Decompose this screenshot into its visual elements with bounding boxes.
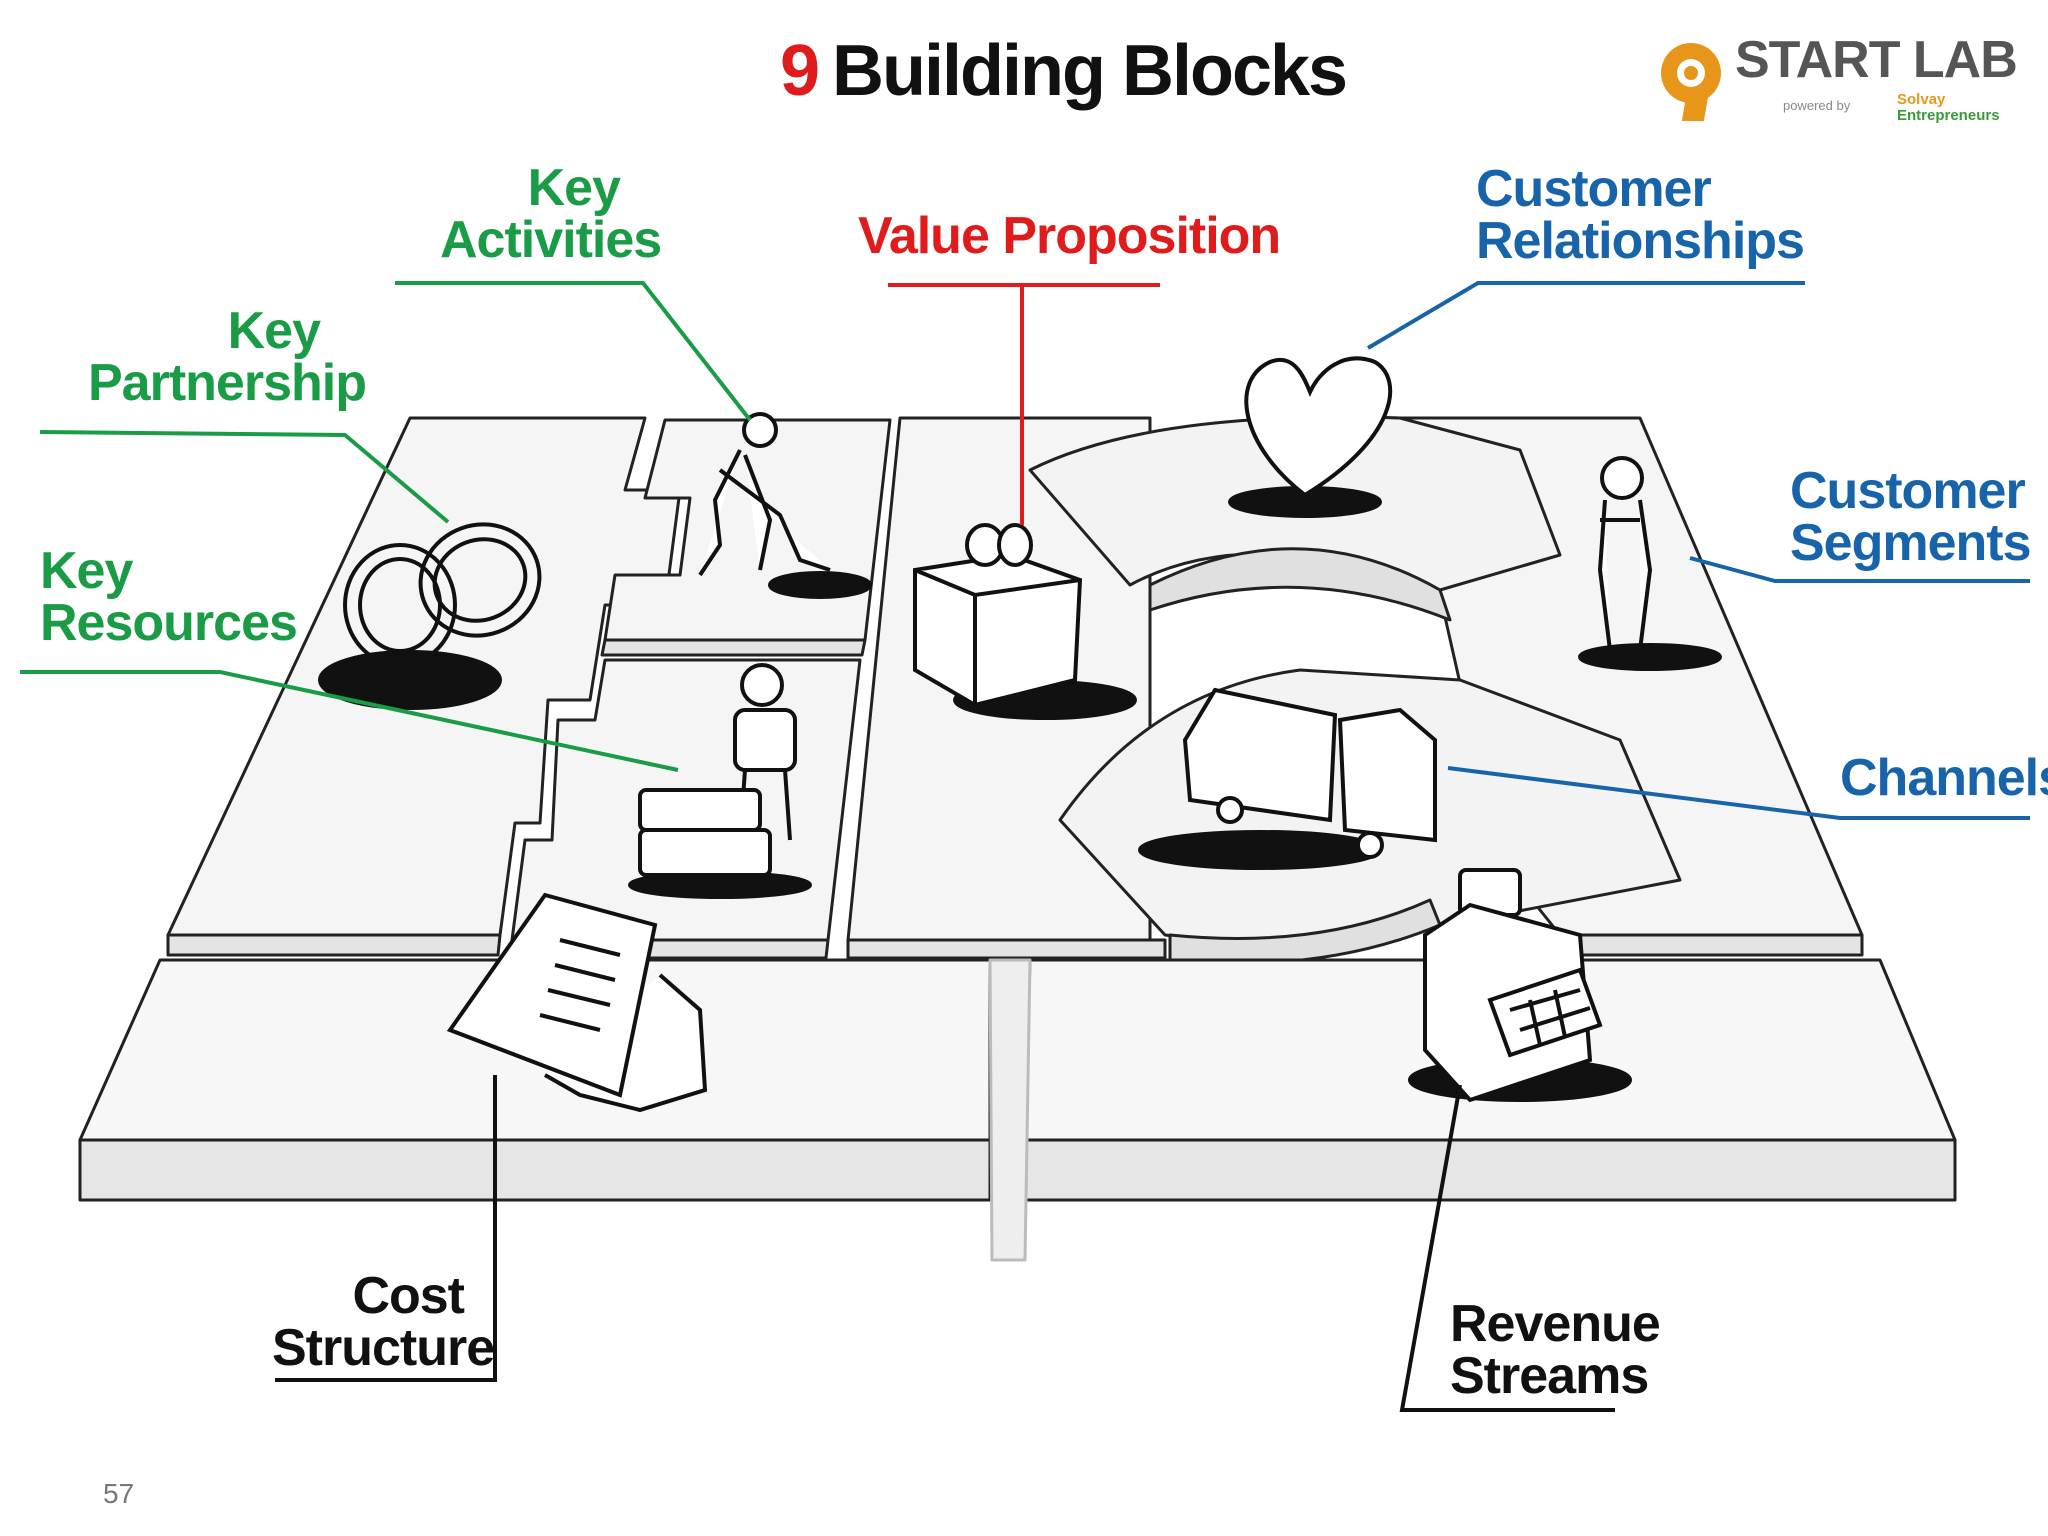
label-leader-lines [20, 281, 2030, 1412]
start-lab-logo-icon [1661, 43, 1721, 121]
label-channels: Channels [1840, 749, 2048, 807]
label-key-partnership: Key Partnership [88, 302, 367, 412]
start-lab-logo: START LAB powered by Solvay Entrepreneur… [1655, 30, 2030, 130]
logo-powered-by: powered by [1783, 98, 1851, 113]
logo-brand: START LAB [1735, 31, 2018, 89]
worker-with-boxes-icon [628, 663, 812, 899]
logo-school-line2: Entrepreneurs [1897, 106, 2000, 124]
customer-person-icon [1578, 456, 1722, 671]
digging-person-icon [698, 412, 872, 599]
cash-register-icon [1408, 868, 1632, 1103]
title-text: Building Blocks [832, 31, 1348, 111]
label-value-proposition: Value Proposition [858, 207, 1281, 265]
label-customer-relationships: Customer Relationships [1476, 160, 1805, 270]
label-revenue-streams: Revenue Streams [1450, 1295, 1661, 1405]
gift-box-icon [913, 523, 1137, 720]
heart-icon [1228, 356, 1393, 518]
delivery-truck-icon [1138, 687, 1437, 870]
rings-icon [318, 522, 542, 710]
title-number: 9 [780, 31, 820, 111]
page-number: 57 [103, 1478, 135, 1509]
logo-school: Solvay Entrepreneurs [1897, 92, 2000, 124]
label-key-resources: Key Resources [40, 542, 298, 652]
label-key-activities: Key Activities [440, 159, 662, 269]
logo-school-line1: Solvay [1897, 91, 1946, 108]
label-cost-structure: Cost Structure [272, 1267, 495, 1377]
invoice-document-icon [446, 892, 708, 1113]
label-customer-segments: Customer Segments [1790, 462, 2032, 572]
